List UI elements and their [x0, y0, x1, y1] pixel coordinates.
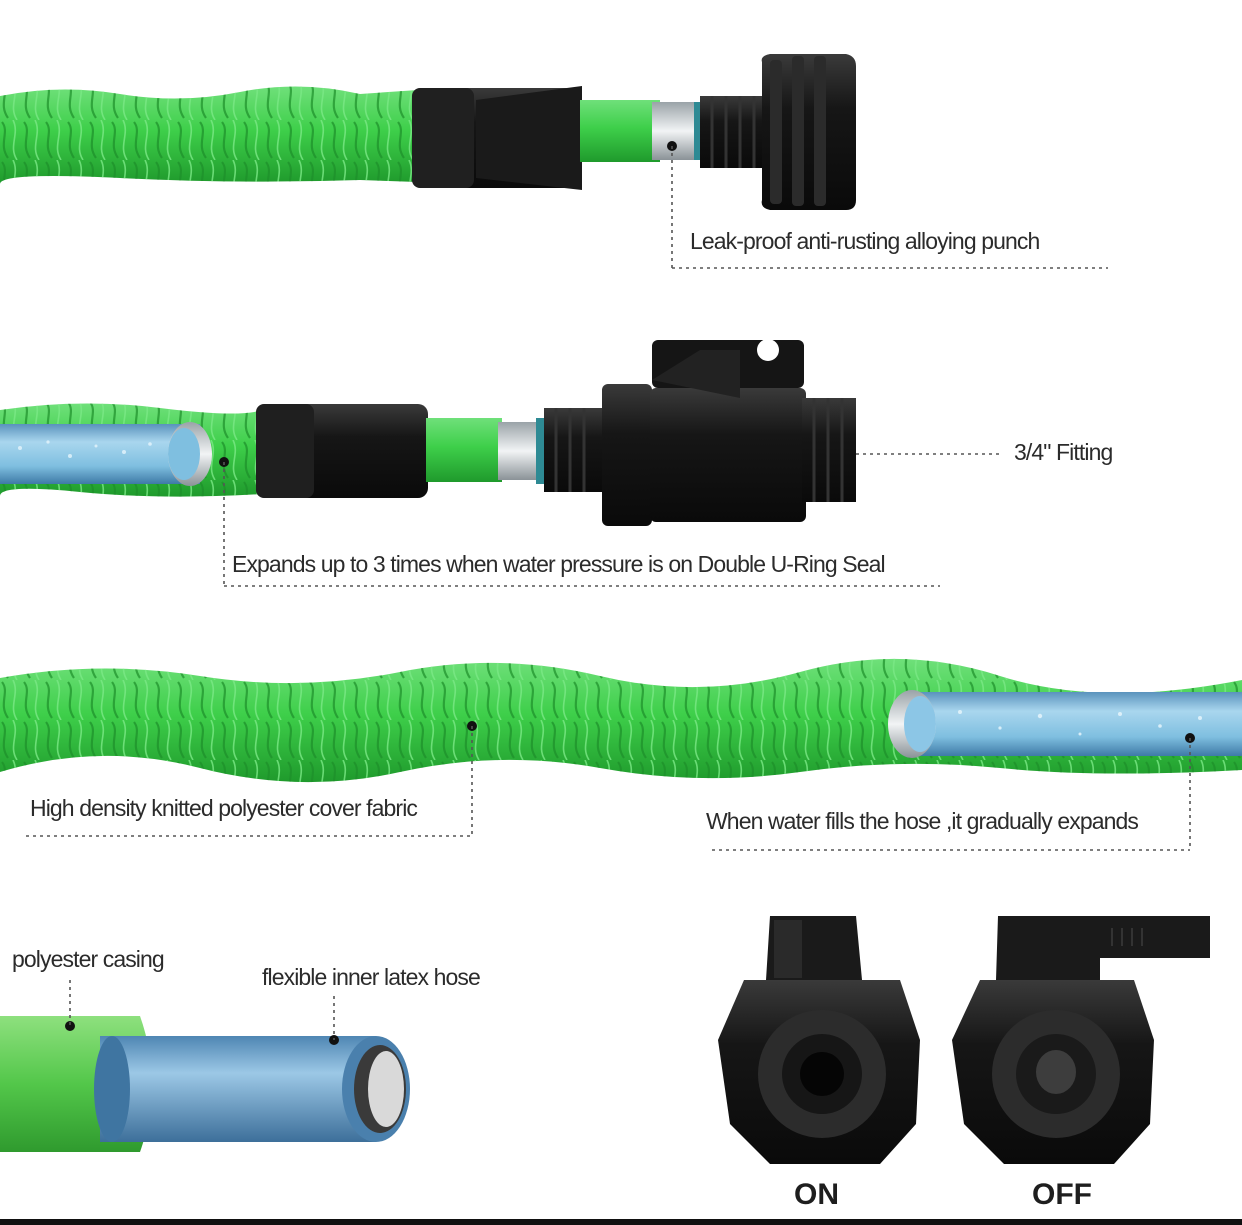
- hose-cross-section: [0, 1016, 410, 1152]
- callout-line-punch: [671, 146, 1108, 269]
- callout-lines-row-3: [26, 726, 1191, 851]
- label-inner-hose: flexible inner latex hose: [262, 964, 481, 990]
- valve-on: [718, 916, 920, 1164]
- label-water-fills: When water fills the hose ,it gradually …: [706, 808, 1139, 834]
- label-fitting: 3/4" Fitting: [1014, 439, 1113, 465]
- label-on: ON: [794, 1178, 839, 1211]
- label-punch: Leak-proof anti-rusting alloying punch: [690, 228, 1040, 254]
- hose-expanded-row-3: [0, 658, 1242, 783]
- label-fabric: High density knitted polyester cover fab…: [30, 795, 418, 821]
- hose-valve-row-2: [0, 339, 856, 526]
- valve-off: [952, 916, 1210, 1164]
- callout-lines-row-2: [223, 453, 1000, 587]
- label-casing: polyester casing: [12, 946, 165, 972]
- bottom-divider: [0, 1219, 1242, 1225]
- hose-connector-row-1: [0, 54, 856, 210]
- label-off: OFF: [1032, 1178, 1092, 1211]
- callout-lines-cross-section: [69, 980, 335, 1040]
- label-expands: Expands up to 3 times when water pressur…: [232, 551, 886, 577]
